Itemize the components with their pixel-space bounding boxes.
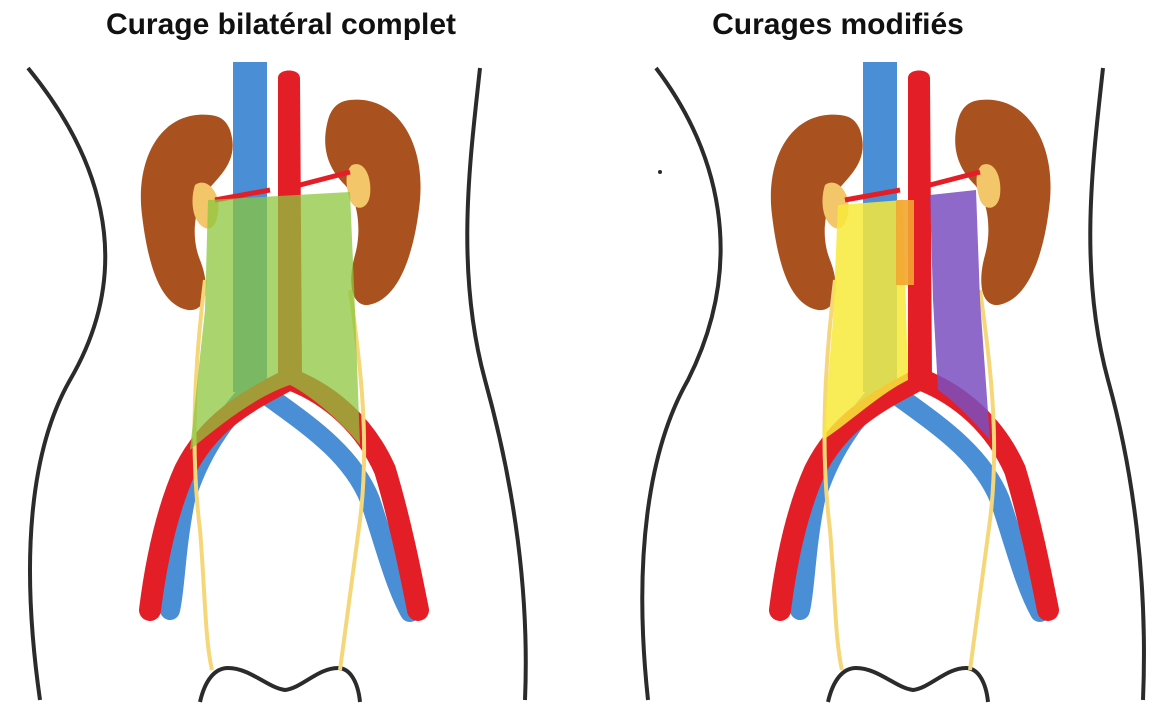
- body-outline-right: [1090, 68, 1144, 700]
- body-outline-left: [28, 68, 105, 700]
- pelvis-outline: [828, 668, 988, 702]
- stray-dot: [658, 170, 662, 174]
- anatomy-figure-complete: [0, 0, 578, 709]
- dissection-zone-left-modified: [930, 190, 990, 440]
- panel-complete-dissection: Curage bilatéral complet: [0, 0, 578, 709]
- anatomy-figure-modified: [578, 0, 1155, 709]
- pelvis-outline: [200, 668, 360, 702]
- dissection-zone-interaortocaval: [896, 200, 914, 285]
- panel-modified-dissection: Curages modifiés: [578, 0, 1155, 709]
- body-outline-right: [467, 68, 525, 700]
- body-outline-left: [642, 68, 720, 700]
